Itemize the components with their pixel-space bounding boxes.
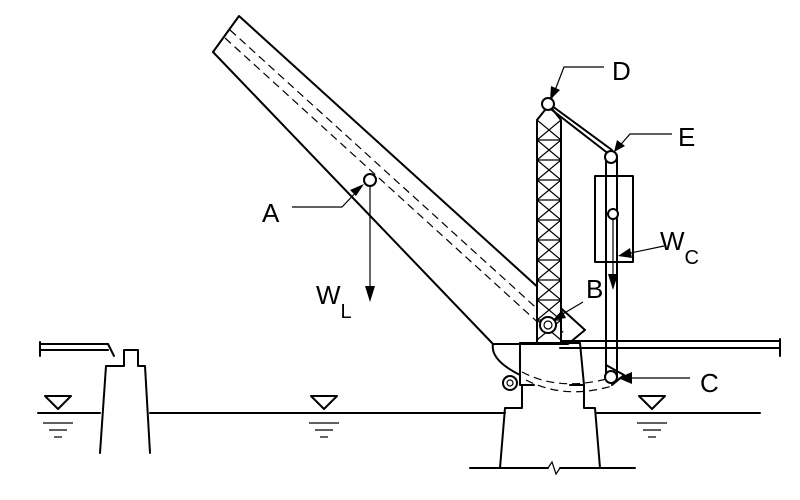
leader-e bbox=[614, 133, 672, 152]
label-b: B bbox=[586, 274, 603, 304]
approach-deck-left bbox=[39, 341, 115, 357]
bascule-leaf bbox=[212, 15, 586, 376]
joint-b bbox=[539, 316, 557, 334]
link-ec bbox=[605, 156, 618, 378]
leader-c bbox=[618, 372, 690, 384]
main-pier bbox=[469, 342, 636, 476]
leader-wc bbox=[618, 245, 665, 258]
label-wl-main: W bbox=[316, 280, 341, 310]
label-wc-sub: C bbox=[685, 247, 699, 269]
pivot-wheel bbox=[502, 375, 518, 391]
load-arrow-wl bbox=[365, 186, 375, 302]
approach-deck-right bbox=[559, 338, 781, 357]
label-wc-main: W bbox=[660, 226, 685, 256]
leader-a bbox=[292, 184, 364, 208]
load-arrow-wc bbox=[608, 219, 618, 290]
counterweight-arc bbox=[521, 371, 613, 393]
label-c: C bbox=[700, 368, 719, 398]
label-a: A bbox=[262, 198, 280, 228]
link-de bbox=[547, 102, 615, 159]
water-level-symbol bbox=[309, 395, 339, 438]
water-level-symbol bbox=[43, 395, 73, 438]
label-wc: WC bbox=[660, 226, 699, 269]
pivot-wheel-inner bbox=[506, 379, 514, 387]
joint-a bbox=[363, 173, 377, 187]
water-level-symbol bbox=[637, 395, 667, 438]
joint-e bbox=[604, 150, 618, 164]
label-wl: WL bbox=[316, 280, 352, 323]
counterweight-pin bbox=[607, 208, 619, 220]
tower-truss bbox=[536, 103, 562, 342]
label-e: E bbox=[678, 122, 695, 152]
label-d: D bbox=[612, 56, 631, 86]
counterweight-box bbox=[594, 175, 634, 263]
leader-d bbox=[550, 66, 604, 100]
joint-c bbox=[604, 370, 618, 384]
joint-b-inner bbox=[543, 320, 553, 330]
leader-b bbox=[553, 301, 584, 320]
joint-d bbox=[541, 97, 555, 111]
rest-pier-left bbox=[99, 349, 151, 454]
label-wl-sub: L bbox=[341, 301, 352, 323]
